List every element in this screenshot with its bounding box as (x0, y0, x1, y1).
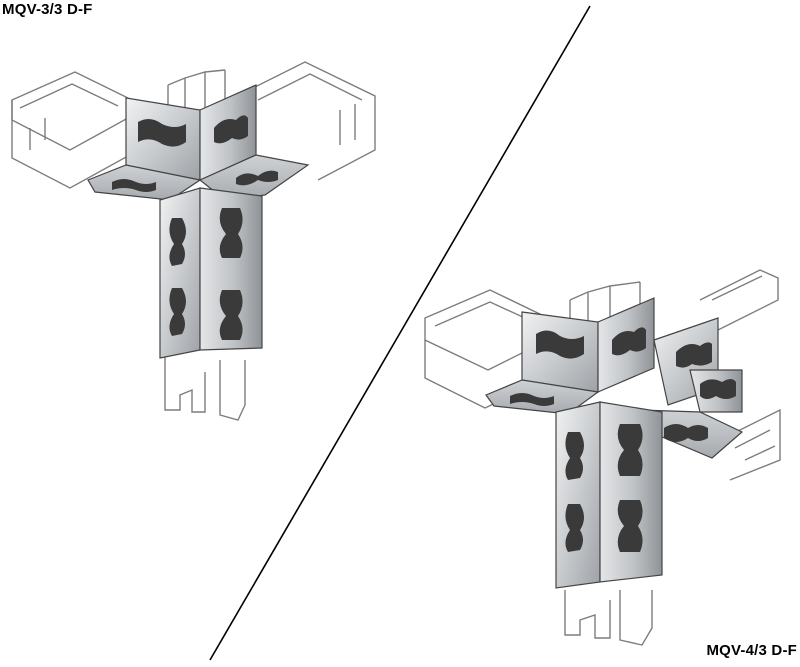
right-upper-plate-right (597, 297, 655, 393)
right-assembly (424, 269, 781, 646)
left-flange-left (87, 164, 202, 201)
right-upper-plate-left (521, 311, 599, 393)
product-label-mqv-4-3: MQV-4/3 D-F (706, 642, 797, 659)
right-channels (424, 269, 781, 646)
left-assembly (11, 61, 376, 421)
left-channels (11, 61, 376, 421)
right-flange-left (485, 379, 600, 415)
left-vertical-leg (159, 187, 263, 359)
divider-line (209, 5, 591, 661)
left-upper-plate-right (199, 84, 257, 181)
right-back-plate (653, 317, 743, 413)
right-vertical-leg (555, 401, 663, 589)
product-label-mqv-3-3: MQV-3/3 D-F (2, 1, 93, 18)
